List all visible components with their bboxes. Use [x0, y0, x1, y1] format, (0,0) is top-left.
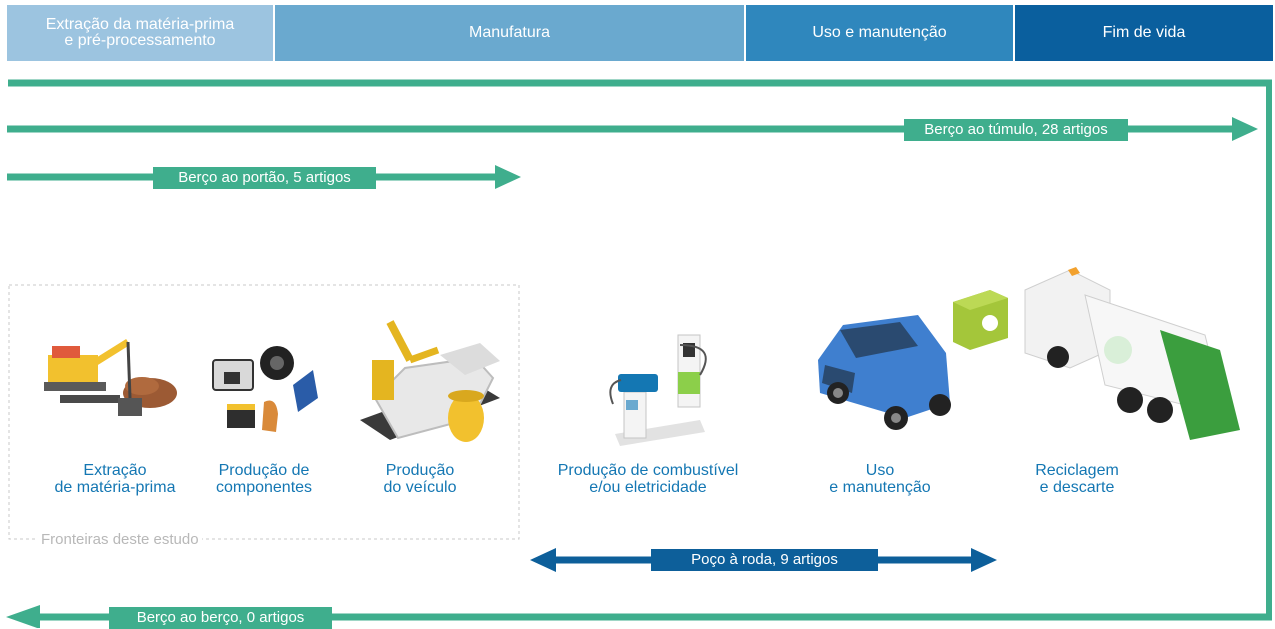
stage-header-line2: e pré-processamento: [64, 32, 216, 49]
stage-header-manufacturing: Manufatura: [275, 5, 744, 61]
step-label-use: Uso e manutenção: [815, 462, 945, 496]
step-label-line2: de matéria-prima: [54, 479, 176, 496]
stage-header-label: Manufatura: [469, 24, 550, 41]
cradle-to-grave-arrowhead: [1232, 117, 1258, 141]
car-components-icon: [212, 346, 318, 432]
step-label-components: Produção de componentes: [198, 462, 330, 496]
step-label-line1: Produção de combustível: [557, 462, 739, 479]
step-label-line1: Uso: [865, 462, 895, 479]
stage-header-end-of-life: Fim de vida: [1015, 5, 1273, 61]
step-label-recycling: Reciclagem e descarte: [1012, 462, 1142, 496]
stage-header-use: Uso e manutenção: [746, 5, 1013, 61]
blue-suv-icon: [818, 315, 951, 430]
stage-header-label: Uso e manutenção: [812, 24, 947, 41]
step-label-line2: e/ou eletricidade: [589, 479, 707, 496]
fuel-charging-station-icon: [609, 334, 707, 446]
step-label-line2: e descarte: [1039, 479, 1115, 496]
step-label-line2: e manutenção: [829, 479, 931, 496]
cradle-to-grave-label: Berço ao túmulo, 28 artigos: [904, 119, 1128, 141]
cradle-to-cradle-arrowhead: [6, 605, 40, 628]
study-boundary-box: [8, 284, 520, 540]
cradle-to-gate-label: Berço ao portão, 5 artigos: [153, 167, 376, 189]
cradle-to-gate-arrowhead: [495, 165, 521, 189]
step-label-line1: Produção: [385, 462, 455, 479]
stage-header-extraction: Extração da matéria-prima e pré-processa…: [7, 5, 273, 61]
well-to-wheel-arrowhead-left: [530, 548, 556, 572]
step-label-vehicle: Produção do veículo: [355, 462, 485, 496]
step-label-line2: do veículo: [383, 479, 457, 496]
stage-header-label: Fim de vida: [1102, 24, 1186, 41]
robotic-assembly-icon: [360, 320, 500, 442]
stage-header-line1: Extração da matéria-prima: [45, 16, 235, 33]
mining-excavator-icon: [44, 339, 177, 416]
step-label-line1: Produção de: [218, 462, 310, 479]
well-to-wheel-arrowhead-right: [971, 548, 997, 572]
garbage-truck-icon: [953, 267, 1240, 440]
step-label-fuel: Produção de combustível e/ou eletricidad…: [538, 462, 758, 496]
step-label-extraction: Extração de matéria-prima: [50, 462, 180, 496]
step-label-line1: Extração: [83, 462, 147, 479]
step-label-line1: Reciclagem: [1035, 462, 1119, 479]
step-label-line2: componentes: [215, 479, 313, 496]
well-to-wheel-label: Poço à roda, 9 artigos: [651, 549, 878, 571]
cradle-to-cradle-label: Berço ao berço, 0 artigos: [109, 607, 332, 629]
study-boundary-label: Fronteiras deste estudo: [38, 531, 202, 548]
